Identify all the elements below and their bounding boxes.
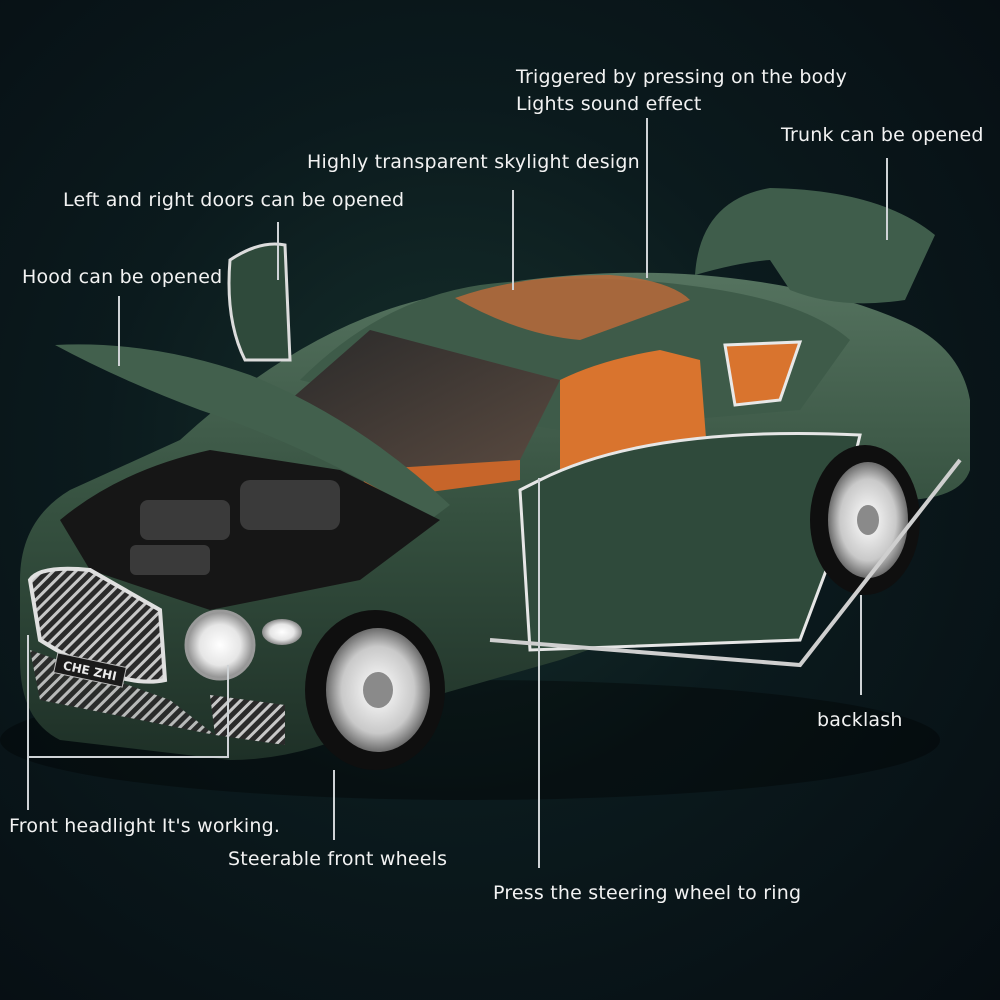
line-skylight: [512, 190, 514, 290]
line-doors: [277, 222, 279, 280]
label-backlash: backlash: [817, 709, 903, 731]
line-headlight-vertical: [27, 635, 29, 810]
hood: [55, 344, 450, 520]
right-door: [518, 431, 862, 652]
line-hood: [118, 296, 120, 366]
line-triggered: [646, 118, 648, 278]
headlight: [184, 609, 256, 681]
label-trunk: Trunk can be opened: [781, 124, 984, 146]
label-headlight: Front headlight It's working.: [9, 815, 281, 837]
label-front-wheels: Steerable front wheels: [228, 848, 448, 870]
label-lights-sound: Lights sound effect: [516, 93, 702, 115]
line-front-wheels: [333, 770, 335, 840]
label-skylight: Highly transparent skylight design: [307, 151, 640, 173]
line-headlight-up: [227, 665, 229, 757]
line-trunk: [886, 158, 888, 240]
label-triggered-body: Triggered by pressing on the body: [516, 66, 848, 88]
label-doors: Left and right doors can be opened: [63, 189, 405, 211]
line-backlash: [860, 595, 862, 695]
trunk-lid: [695, 188, 935, 304]
line-steering: [538, 478, 540, 868]
label-steering: Press the steering wheel to ring: [493, 882, 802, 904]
line-headlight-horizontal: [27, 756, 229, 758]
label-hood: Hood can be opened: [22, 266, 223, 288]
skylight: [455, 275, 690, 340]
